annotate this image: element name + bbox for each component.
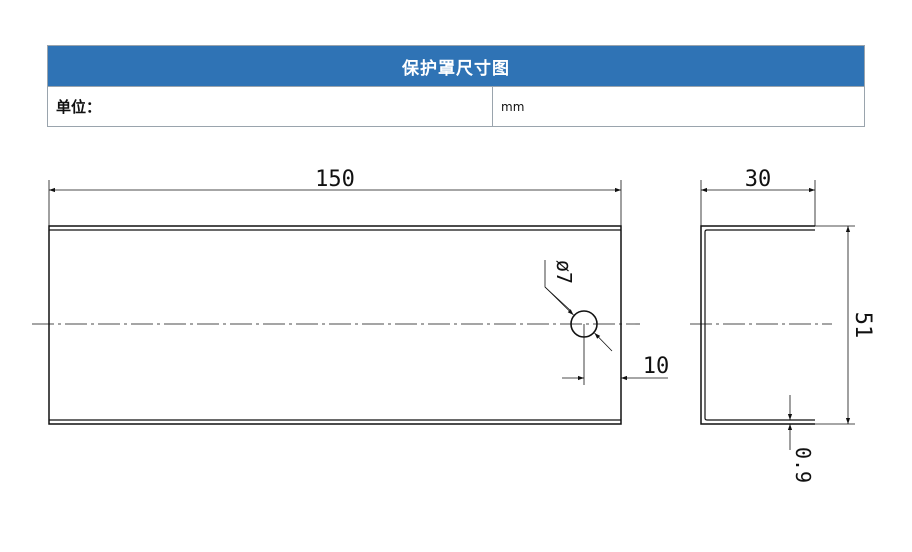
spec-table: 保护罩尺寸图 单位： mm [47, 45, 865, 127]
side-view [690, 180, 855, 450]
label-height: 51 [850, 312, 875, 339]
front-outline [48, 225, 622, 425]
side-outline-outer [700, 225, 815, 425]
unit-label: 单位： [48, 87, 493, 126]
label-width: 30 [745, 167, 772, 192]
hole-leader-arrow-out [594, 332, 613, 352]
unit-value: mm [501, 99, 525, 114]
label-length: 150 [315, 167, 355, 192]
hole-leader-arrow-in [544, 286, 574, 316]
label-hole-diameter: ø7 [552, 260, 576, 284]
label-thickness: 0.9 [791, 447, 815, 483]
label-hole-offset: 10 [643, 354, 670, 379]
spec-title: 保护罩尺寸图 [48, 46, 864, 86]
front-view [32, 180, 668, 425]
unit-row: 单位： mm [48, 86, 864, 126]
side-outline-inner [704, 229, 815, 421]
